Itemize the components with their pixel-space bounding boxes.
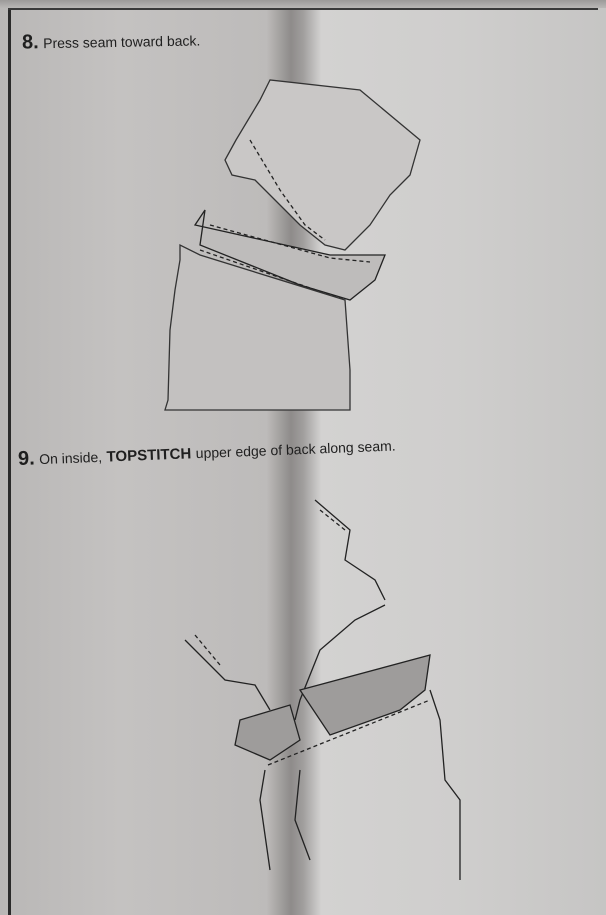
side-seam xyxy=(294,769,311,861)
side-seam xyxy=(429,689,461,880)
front-inside-piece xyxy=(234,704,301,761)
page-edge xyxy=(0,0,606,8)
stitch-line xyxy=(249,139,326,241)
side-seam xyxy=(259,769,271,871)
stitch-line xyxy=(194,634,221,666)
section-divider xyxy=(8,8,598,10)
stitch-line xyxy=(319,509,346,531)
neck-edge xyxy=(294,604,386,721)
topstitch-line xyxy=(267,699,431,766)
sleeve-edge xyxy=(184,639,271,711)
column-rule xyxy=(8,8,11,915)
stitch-line xyxy=(199,249,346,301)
sleeve-edge xyxy=(314,499,386,601)
back-inside-piece xyxy=(298,654,431,736)
sleeve-piece xyxy=(224,79,421,251)
back-piece xyxy=(164,243,351,411)
yoke-piece xyxy=(193,209,386,301)
